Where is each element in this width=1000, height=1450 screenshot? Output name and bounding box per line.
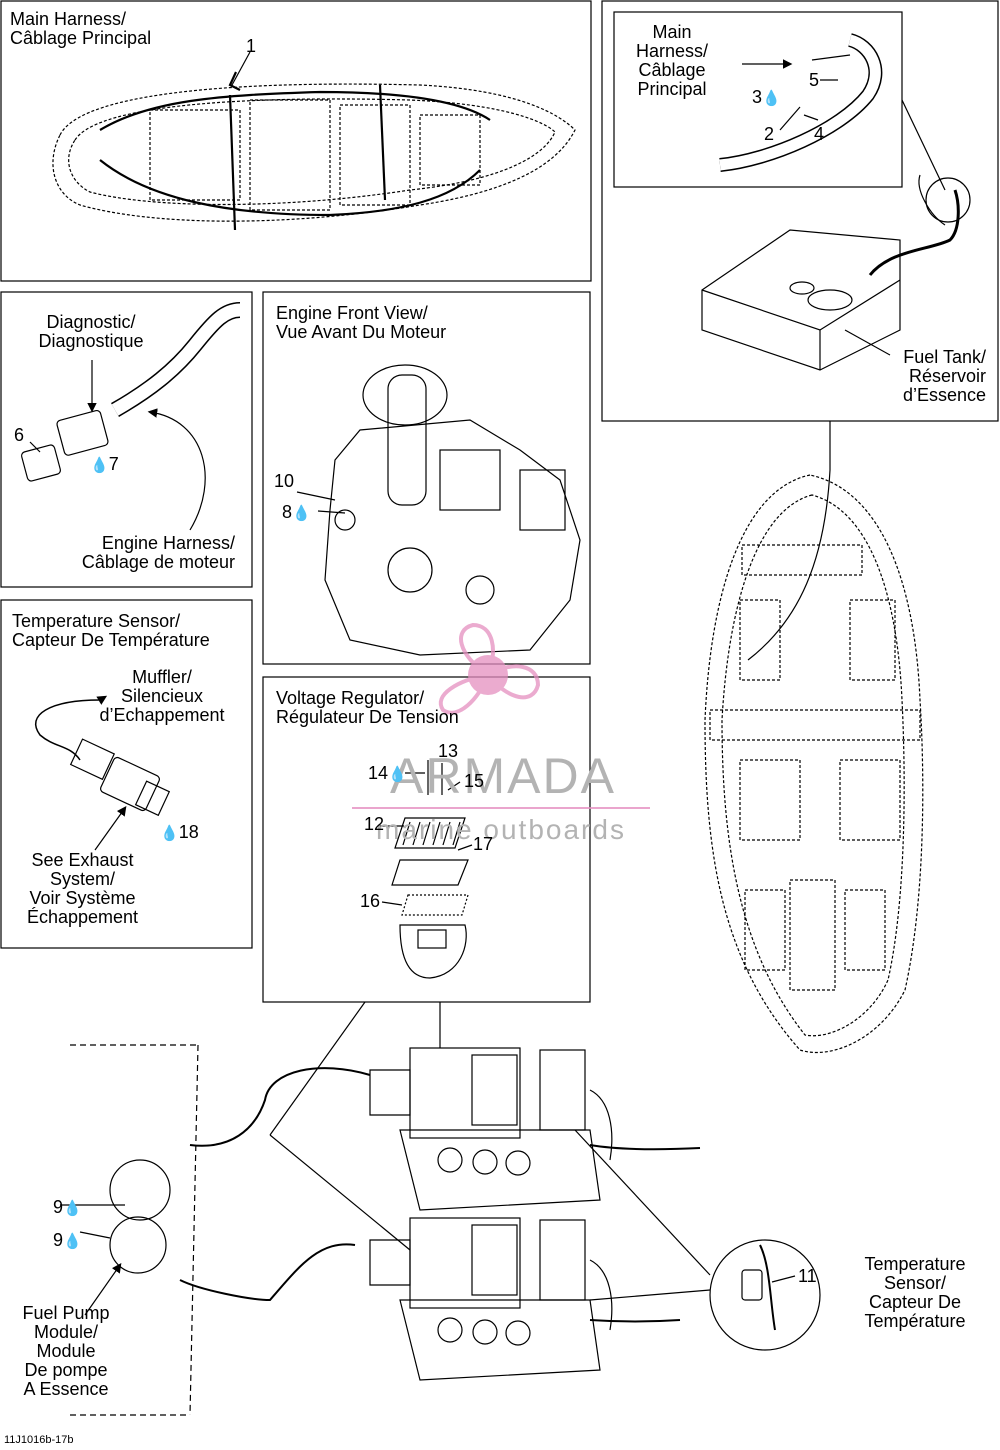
temperature-sensor-detail-circle bbox=[709, 1239, 821, 1351]
diagnostic-panel-frame bbox=[0, 291, 253, 588]
voltage-regulator-title: Voltage Regulator/ Régulateur De Tension bbox=[276, 688, 459, 727]
oil-drop-icon: 💧 bbox=[63, 1233, 82, 1250]
lower-panel-border bbox=[70, 1044, 199, 1416]
callout-8: 8💧 bbox=[282, 502, 311, 523]
fuel-tank-inset-frame bbox=[613, 11, 903, 188]
engine-front-title: Engine Front View/ Vue Avant Du Moteur bbox=[276, 303, 447, 342]
callout-1: 1 bbox=[246, 36, 257, 56]
temperature-sensor-title: Temperature Sensor/ Capteur De Températu… bbox=[12, 611, 210, 650]
inset-detail-circle bbox=[925, 177, 971, 223]
lower-harness-wires bbox=[179, 1067, 701, 1323]
armada-propeller-logo bbox=[438, 622, 541, 715]
main-harness-wires bbox=[99, 71, 491, 231]
hull-top-view bbox=[52, 83, 576, 222]
callout-5: 5 bbox=[809, 70, 820, 90]
watermark-brand: ARMADA bbox=[390, 748, 616, 804]
fuel-tank-label: Fuel Tank/ Réservoir d’Essence bbox=[902, 347, 986, 405]
engine-front-panel-frame bbox=[262, 291, 591, 665]
hull-side-view bbox=[704, 474, 924, 1054]
engine-assembly-upper bbox=[369, 1047, 613, 1211]
engine-assembly-lower bbox=[369, 1217, 613, 1381]
inset-connector-line bbox=[901, 99, 946, 191]
engine-harness-label: Engine Harness/ Câblage de moteur bbox=[81, 533, 235, 572]
watermark-tagline: marine outboards bbox=[376, 814, 626, 845]
callout-11: 11 bbox=[798, 1266, 817, 1286]
oil-drop-icon: 💧 bbox=[388, 766, 407, 783]
callout-13: 13 bbox=[438, 741, 459, 761]
main-harness-title-fr: Câblage Principal bbox=[10, 28, 152, 48]
muffler-label: Muffler/ Silencieux d’Echappement bbox=[99, 667, 225, 725]
main-harness-panel-frame bbox=[0, 0, 592, 282]
oil-drop-icon: 💧 bbox=[160, 825, 179, 842]
diagnostic-connector bbox=[20, 302, 241, 531]
main-harness-title-en: Main Harness/ bbox=[10, 9, 127, 29]
oil-drop-icon: 💧 bbox=[90, 457, 109, 474]
voltage-regulator-panel-frame bbox=[262, 676, 591, 1003]
temperature-panel-frame bbox=[0, 599, 253, 949]
callout-1-leader bbox=[231, 51, 251, 86]
callout-9-lower: 9💧 bbox=[53, 1230, 82, 1251]
callout-18: 💧18 bbox=[160, 822, 199, 843]
fuel-pump-label: Fuel Pump Module/ Module De pompe A Esse… bbox=[22, 1303, 110, 1399]
drawing-code: 11J1016b-17b bbox=[4, 1434, 74, 1446]
oil-drop-icon: 💧 bbox=[762, 90, 781, 107]
fuel-pump-modules bbox=[60, 1159, 171, 1316]
engine-front-view bbox=[296, 364, 581, 656]
voltage-regulator-drawing bbox=[380, 760, 473, 979]
inset-main-harness-label: Main Harness/ Câblage Principal bbox=[635, 22, 709, 99]
callout-10: 10 bbox=[274, 471, 295, 491]
oil-drop-icon: 💧 bbox=[292, 505, 311, 522]
temperature-sensor-drawing bbox=[34, 695, 171, 851]
diagnostic-label: Diagnostic/ Diagnostique bbox=[38, 312, 144, 351]
callout-16: 16 bbox=[360, 891, 381, 911]
temperature-sensor-bottom-label: Temperature Sensor/ Capteur De Températu… bbox=[864, 1254, 966, 1331]
tank-location-arrow bbox=[747, 469, 831, 661]
breather-tube bbox=[719, 33, 883, 172]
see-exhaust-label: See Exhaust System/ Voir Système Échappe… bbox=[26, 850, 139, 927]
callout-12: 12 bbox=[364, 814, 385, 834]
callout-2: 2 bbox=[764, 124, 775, 144]
callout-17: 17 bbox=[473, 834, 494, 854]
callout-9-upper: 9💧 bbox=[53, 1197, 82, 1218]
callout-6: 6 bbox=[14, 425, 25, 445]
callout-3: 3💧 bbox=[752, 87, 781, 108]
callout-4: 4 bbox=[814, 124, 825, 144]
callout-7: 💧7 bbox=[90, 454, 119, 475]
callout-14: 14💧 bbox=[368, 763, 407, 784]
temperature-sensor-detail bbox=[741, 1244, 796, 1331]
connector-leaders bbox=[269, 1001, 711, 1301]
oil-drop-icon: 💧 bbox=[63, 1200, 82, 1217]
watermark-rule bbox=[352, 807, 650, 809]
fuel-tank-panel-frame bbox=[601, 0, 999, 422]
callout-15: 15 bbox=[464, 771, 485, 791]
fuel-tank bbox=[701, 174, 960, 371]
